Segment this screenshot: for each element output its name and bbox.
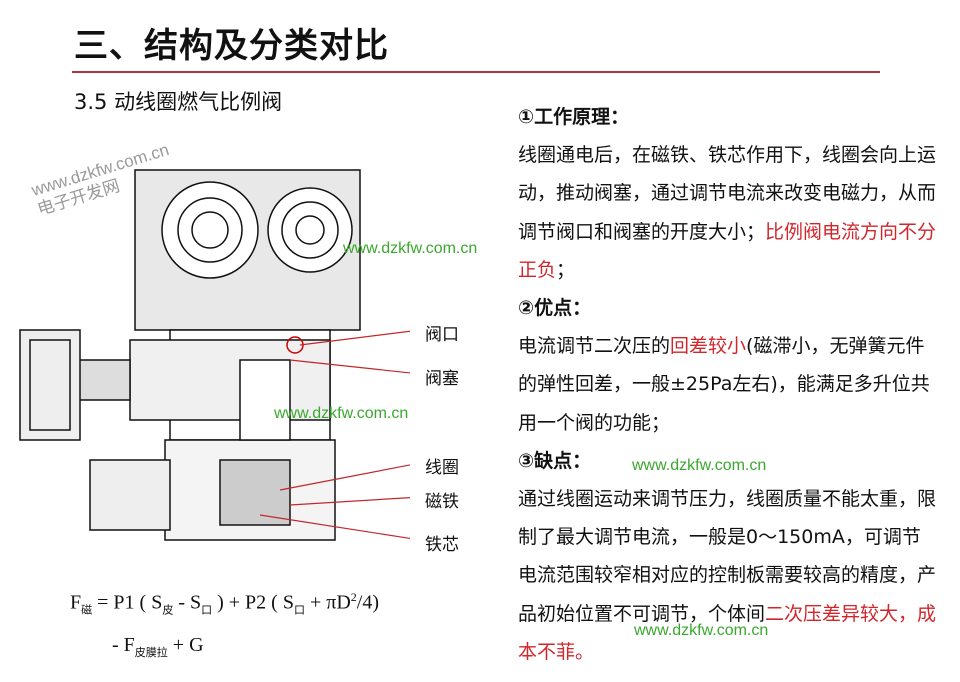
description-panel: ①工作原理： 线圈通电后，在磁铁、铁芯作用下，线圈会向上运动，推动阀塞，通过调节… <box>518 98 938 671</box>
formula-line-1: F磁 = P1 ( S皮 - S口 ) + P2 ( S口 + πD2/4) <box>70 580 379 628</box>
t: 通过线圈运动来调节压力，线圈质量不能太重，限制了最大调节电流，一般是0～150m… <box>518 488 937 625</box>
t: ) + P2 ( S <box>212 591 294 614</box>
s: 口 <box>201 603 213 617</box>
f: F <box>70 591 82 614</box>
sup: 2 <box>350 590 357 604</box>
cons-heading: ③缺点： <box>518 449 592 472</box>
watermark: www.dzkfw.com.cn <box>274 405 409 422</box>
title-divider <box>72 71 880 73</box>
highlight: 二次压差异较大，成本不菲。 <box>518 602 937 663</box>
principle-text: 线圈通电后，在磁铁、铁芯作用下，线圈会向上运动，推动阀塞，通过调节电流来改变电磁… <box>518 136 938 289</box>
label-core: 铁芯 <box>425 535 459 555</box>
highlight: 比例阀电流方向不分正负 <box>518 220 937 281</box>
principle-heading: ①工作原理： <box>518 106 630 128</box>
s: 磁 <box>81 603 93 617</box>
label-valve-plug: 阀塞 <box>425 369 459 389</box>
watermark: www.dzkfw.com.cn <box>632 457 767 474</box>
t: /4) <box>356 591 380 614</box>
t: (磁滞小，无弹簧元件的弹性回差，一般±25Pa左右)，能满足多升位共用一个阀的功… <box>518 335 930 434</box>
formula-line-2: - F皮膜拉 + G <box>70 628 379 670</box>
watermark: www.dzkfw.com.cn <box>343 240 478 257</box>
t: - F <box>112 633 135 656</box>
label-valve-port: 阀口 <box>425 325 459 345</box>
pros-heading: ②优点： <box>518 297 592 320</box>
t: = P1 ( S <box>92 591 163 614</box>
label-coil: 线圈 <box>425 458 459 478</box>
t: 线圈通电后，在磁铁、铁芯作用下，线圈会向上运动，推动阀塞，通过调节电流来改变电磁… <box>518 144 937 243</box>
s: 皮膜拉 <box>134 645 168 659</box>
cons-text: 通过线圈运动来调节压力，线圈质量不能太重，限制了最大调节电流，一般是0～150m… <box>518 480 938 671</box>
s: 口 <box>293 603 305 617</box>
force-formula: F磁 = P1 ( S皮 - S口 ) + P2 ( S口 + πD2/4) -… <box>70 580 379 670</box>
t: - S <box>173 591 202 614</box>
t: + G <box>167 633 204 656</box>
pros-text: 电流调节二次压的回差较小(磁滞小，无弹簧元件的弹性回差，一般±25Pa左右)，能… <box>518 327 938 442</box>
slide-title: 三、结构及分类对比 <box>74 26 389 66</box>
label-magnet: 磁铁 <box>425 492 459 512</box>
highlight: 回差较小 <box>670 335 747 358</box>
s: 皮 <box>162 603 174 617</box>
watermark: www.dzkfw.com.cn <box>634 622 769 639</box>
valve-cross-section-diagram <box>19 169 410 541</box>
slide-subtitle: 3.5 动线圈燃气比例阀 <box>74 90 283 114</box>
t: 电流调节二次压的 <box>518 335 671 358</box>
t: ； <box>556 258 576 281</box>
t: + πD <box>304 591 351 614</box>
